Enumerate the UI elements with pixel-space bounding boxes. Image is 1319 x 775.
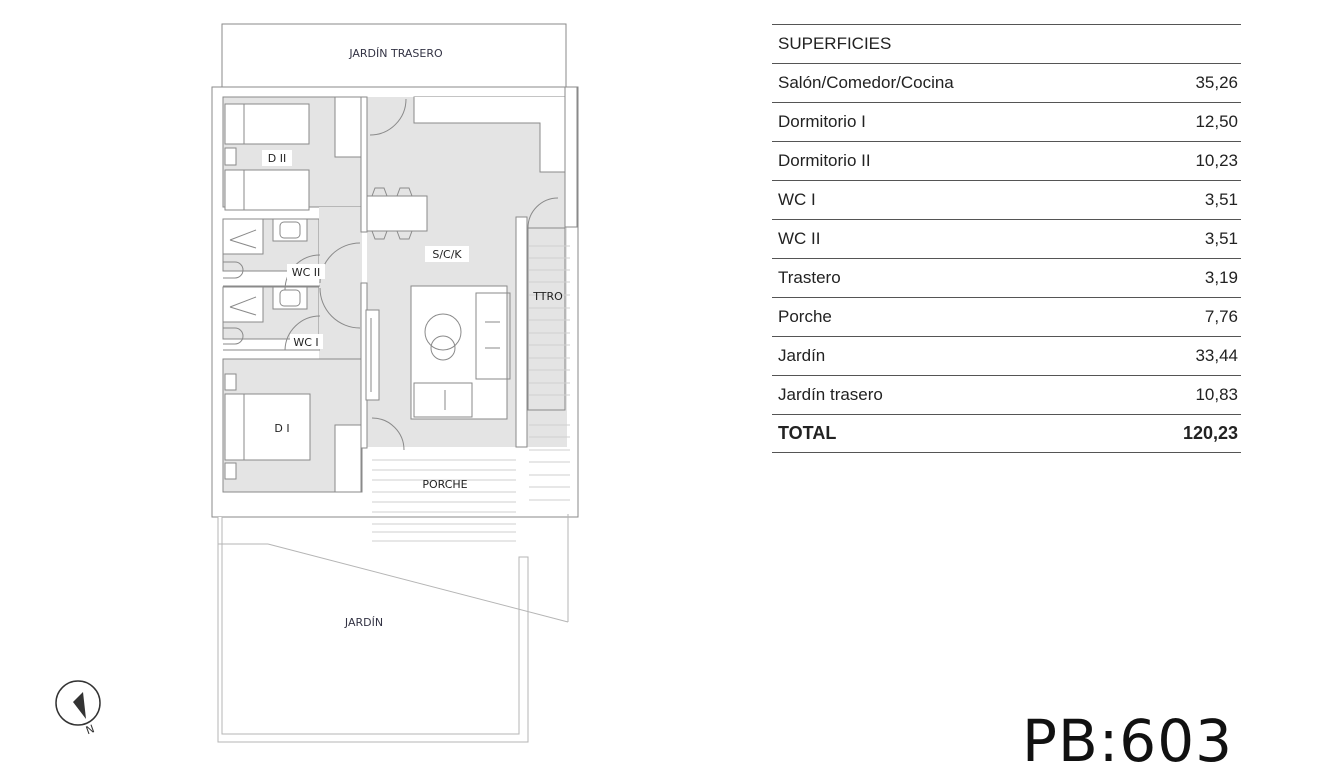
label-jardin-trasero: JARDÍN TRASERO	[348, 47, 443, 60]
floor-plan: JARDÍN TRASERO D II WC II WC I D I S/C/K…	[55, 23, 579, 743]
label-ttro: TTRO	[532, 290, 563, 303]
label-wc2: WC II	[292, 266, 321, 279]
label-wc1: WC I	[293, 336, 318, 349]
compass-icon: N	[55, 680, 101, 737]
label-d2: D II	[268, 152, 286, 165]
unit-code: PB:603	[1022, 707, 1234, 775]
compass-north-label: N	[84, 722, 96, 737]
back-garden-area	[221, 23, 567, 89]
table-header: SUPERFICIES	[772, 24, 1241, 63]
label-sck: S/C/K	[432, 248, 462, 261]
garden-area	[217, 517, 529, 743]
label-jardin: JARDÍN	[344, 616, 383, 629]
label-porche: PORCHE	[422, 478, 467, 491]
label-d1: D I	[274, 422, 289, 435]
